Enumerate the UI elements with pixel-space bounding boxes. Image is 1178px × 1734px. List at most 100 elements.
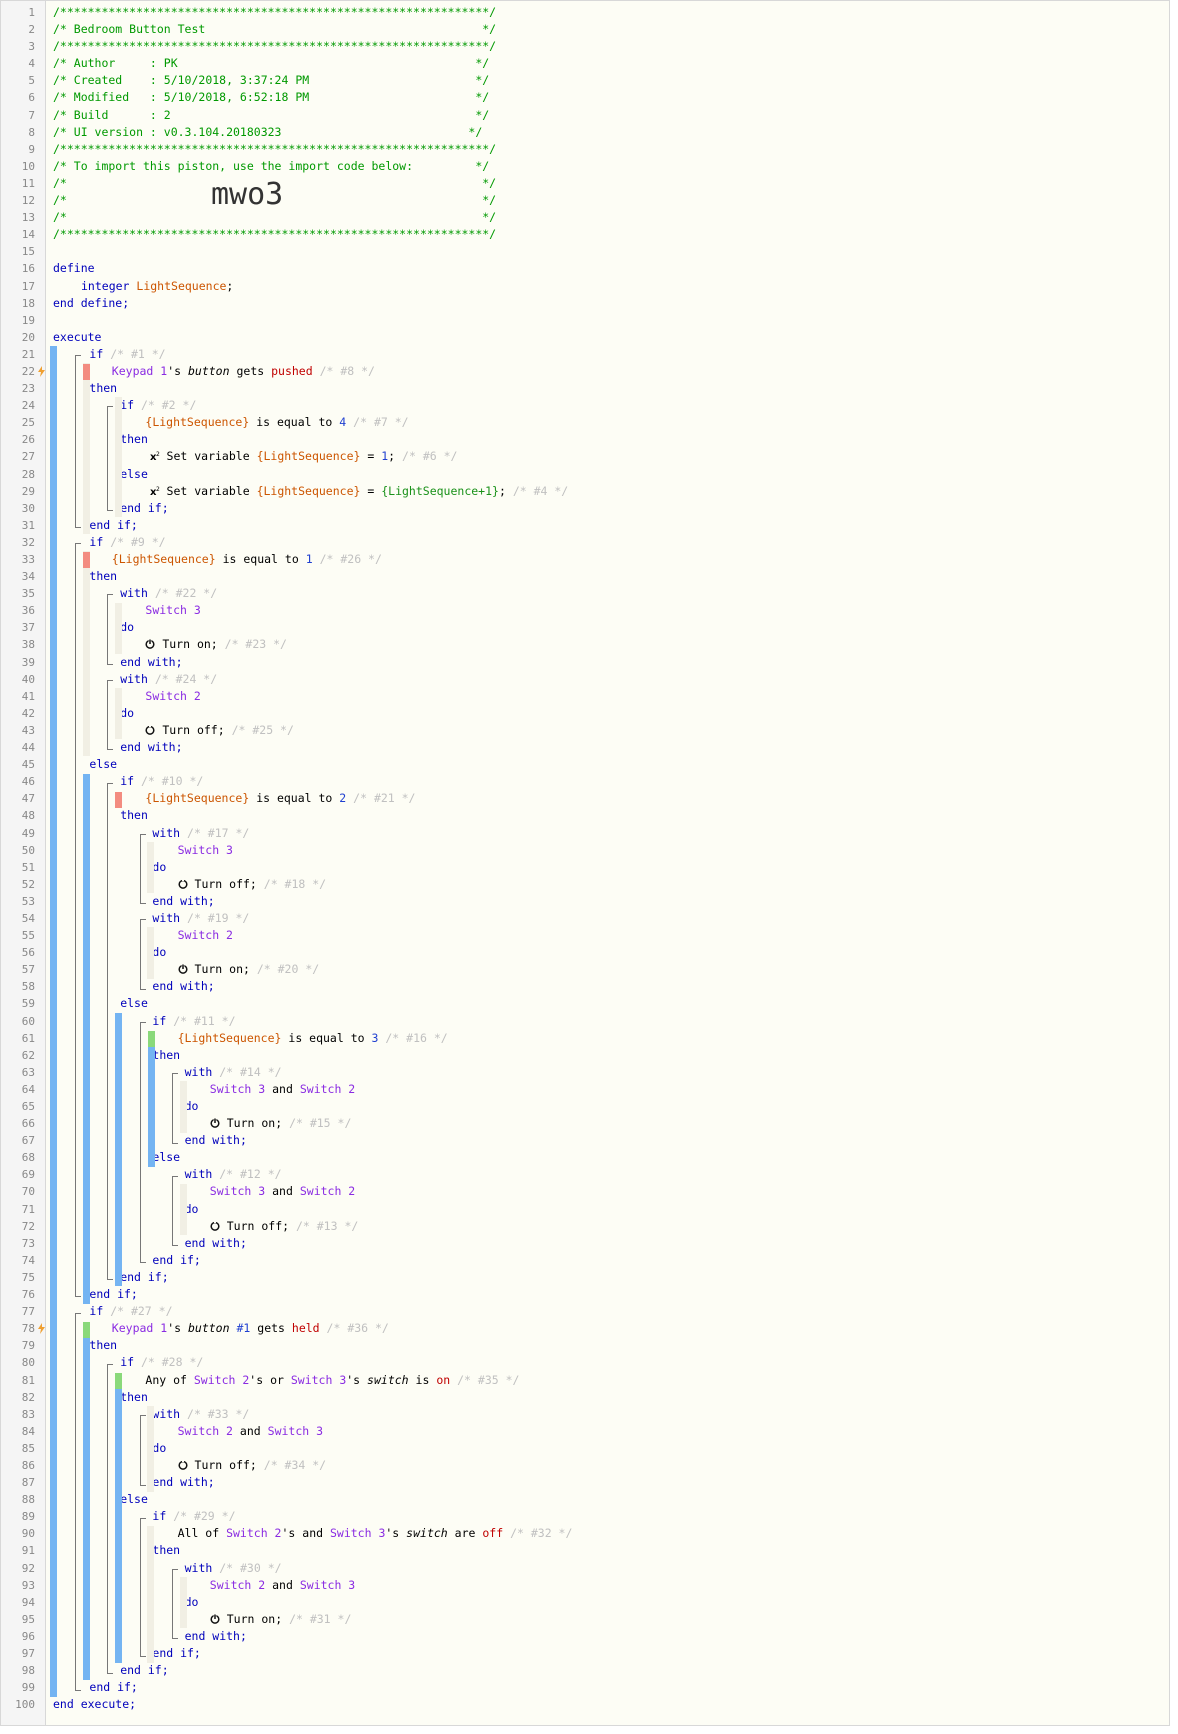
code-statement[interactable]: then [89, 380, 117, 397]
device-name[interactable]: Switch 2 [226, 1526, 282, 1541]
code-statement[interactable]: do [152, 1440, 166, 1457]
code-statement[interactable]: /* Modified : 5/10/2018, 6:52:18 PM */ [53, 89, 489, 106]
variable-ref[interactable]: {LightSequence} [256, 483, 361, 498]
device-name[interactable]: Switch 2 [193, 1372, 250, 1387]
code-statement[interactable]: Keypad 1's button gets pushed /* #8 */ [112, 363, 375, 380]
code-statement[interactable]: else [120, 1491, 148, 1508]
code-statement[interactable]: /* */ [53, 175, 496, 192]
code-statement[interactable]: Switch 2 [178, 927, 233, 944]
code-statement[interactable]: {LightSequence} is equal to 2 /* #21 */ [145, 790, 415, 807]
code-statement[interactable]: then [152, 1542, 180, 1559]
code-statement[interactable]: end if; [152, 1645, 200, 1662]
code-statement[interactable]: do [185, 1594, 199, 1611]
code-statement[interactable]: do [120, 705, 134, 722]
code-statement[interactable]: Turn off; /* #13 */ [210, 1218, 358, 1235]
code-statement[interactable]: if /* #2 */ [120, 397, 196, 414]
code-statement[interactable]: then [89, 568, 117, 585]
variable-ref[interactable]: {LightSequence} [145, 791, 250, 806]
device-name[interactable]: Switch 3 [267, 1423, 324, 1438]
code-statement[interactable]: do [185, 1201, 199, 1218]
code-statement[interactable]: with /* #17 */ [152, 825, 249, 842]
code-statement[interactable]: execute [53, 329, 101, 346]
code-statement[interactable]: end with; [152, 893, 214, 910]
code-statement[interactable]: end if; [152, 1252, 200, 1269]
code-statement[interactable]: Turn on; /* #23 */ [145, 636, 287, 653]
code-statement[interactable]: if /* #11 */ [152, 1013, 235, 1030]
code-statement[interactable]: {LightSequence} is equal to 3 /* #16 */ [178, 1030, 448, 1047]
code-statement[interactable]: integer LightSequence; [81, 278, 233, 295]
code-statement[interactable]: with /* #14 */ [185, 1064, 282, 1081]
device-name[interactable]: Switch 2 [209, 1577, 266, 1592]
device-name[interactable]: Switch 3 [290, 1372, 347, 1387]
code-statement[interactable]: then [89, 1337, 117, 1354]
code-statement[interactable]: {LightSequence} is equal to 4 /* #7 */ [145, 414, 408, 431]
code-statement[interactable]: do [152, 859, 166, 876]
code-statement[interactable]: if /* #29 */ [152, 1508, 235, 1525]
code-statement[interactable]: else [89, 756, 117, 773]
code-statement[interactable]: if /* #9 */ [89, 534, 165, 551]
device-name[interactable]: Switch 3 [209, 1081, 266, 1096]
code-statement[interactable]: end with; [152, 978, 214, 995]
variable-ref[interactable]: {LightSequence} [256, 449, 361, 464]
code-statement[interactable]: Turn on; /* #15 */ [210, 1115, 351, 1132]
device-name[interactable]: Switch 3 [145, 603, 201, 618]
device-name[interactable]: Switch 3 [329, 1526, 386, 1541]
code-statement[interactable]: /* */ [53, 192, 496, 209]
code-statement[interactable]: end execute; [53, 1696, 136, 1713]
code-statement[interactable]: end with; [152, 1474, 214, 1491]
code-statement[interactable]: Switch 2 [145, 688, 200, 705]
code-statement[interactable]: with /* #22 */ [120, 585, 217, 602]
code-statement[interactable]: end if; [89, 1286, 137, 1303]
code-statement[interactable]: end if; [120, 1269, 168, 1286]
code-statement[interactable]: if /* #10 */ [120, 773, 203, 790]
device-name[interactable]: Switch 3 [209, 1184, 266, 1199]
code-statement[interactable]: else [120, 466, 148, 483]
code-statement[interactable]: if /* #27 */ [89, 1303, 172, 1320]
code-statement[interactable]: end with; [120, 739, 182, 756]
device-name[interactable]: Keypad 1 [111, 1321, 168, 1336]
code-statement[interactable]: do [152, 944, 166, 961]
code-statement[interactable]: end with; [185, 1235, 247, 1252]
variable-ref[interactable]: {LightSequence} [177, 1030, 282, 1045]
code-statement[interactable]: Turn off; /* #25 */ [145, 722, 294, 739]
device-name[interactable]: Switch 3 [299, 1577, 356, 1592]
code-statement[interactable]: /***************************************… [53, 226, 496, 243]
code-statement[interactable]: else [152, 1149, 180, 1166]
code-statement[interactable]: do [120, 619, 134, 636]
code-statement[interactable]: end if; [120, 1662, 168, 1679]
code-statement[interactable]: Turn on; /* #31 */ [210, 1611, 351, 1628]
code-statement[interactable]: then [120, 807, 148, 824]
code-statement[interactable]: else [120, 995, 148, 1012]
code-statement[interactable]: /* Bedroom Button Test */ [53, 21, 496, 38]
variable-ref[interactable]: {LightSequence} [145, 415, 250, 430]
code-statement[interactable]: /* UI version : v0.3.104.20180323 */ [53, 124, 482, 141]
code-statement[interactable]: Switch 2 and Switch 3 [210, 1577, 355, 1594]
code-statement[interactable]: then [120, 1389, 148, 1406]
code-statement[interactable]: Turn on; /* #20 */ [178, 961, 319, 978]
code-statement[interactable]: /* Build : 2 */ [53, 107, 489, 124]
code-statement[interactable]: /* Created : 5/10/2018, 3:37:24 PM */ [53, 72, 489, 89]
code-statement[interactable]: with /* #30 */ [185, 1560, 282, 1577]
code-statement[interactable]: with /* #33 */ [152, 1406, 249, 1423]
code-statement[interactable]: Switch 3 and Switch 2 [210, 1183, 355, 1200]
code-statement[interactable]: end if; [89, 1679, 137, 1696]
code-statement[interactable]: /***************************************… [53, 141, 496, 158]
code-statement[interactable]: with /* #24 */ [120, 671, 217, 688]
import-code[interactable]: mwo3 [211, 177, 284, 213]
code-statement[interactable]: do [185, 1098, 199, 1115]
code-statement[interactable]: if /* #1 */ [89, 346, 165, 363]
device-name[interactable]: Keypad 1 [111, 363, 168, 378]
device-name[interactable]: Switch 2 [177, 1423, 233, 1438]
code-statement[interactable]: {LightSequence} is equal to 1 /* #26 */ [112, 551, 382, 568]
code-statement[interactable]: All of Switch 2's and Switch 3's switch … [178, 1525, 573, 1542]
code-statement[interactable]: /* */ [53, 209, 496, 226]
code-statement[interactable]: end if; [89, 517, 137, 534]
code-statement[interactable]: Switch 3 [145, 602, 200, 619]
code-statement[interactable]: Switch 3 [178, 842, 233, 859]
variable-name[interactable]: LightSequence [136, 278, 227, 293]
code-statement[interactable]: Turn off; /* #34 */ [178, 1457, 326, 1474]
code-statement[interactable]: then [152, 1047, 180, 1064]
code-statement[interactable]: if /* #28 */ [120, 1354, 203, 1371]
